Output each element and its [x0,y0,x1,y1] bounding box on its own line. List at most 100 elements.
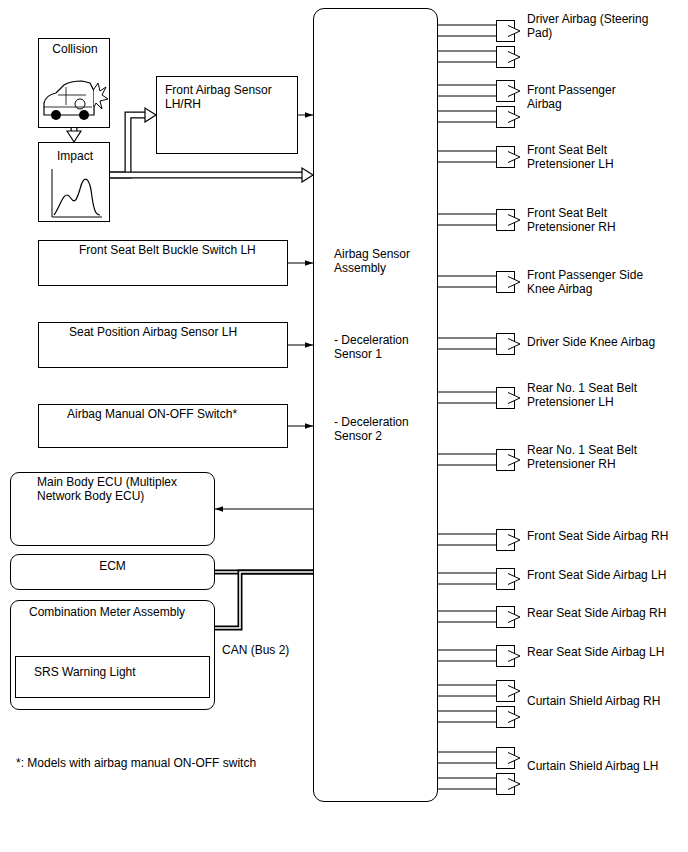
connector [67,128,81,142]
wire [288,345,313,346]
hollow-arrow-inner [110,173,302,178]
connector [110,108,156,175]
wire [438,85,496,86]
squib-symbol [496,333,524,359]
squib-tip [508,339,520,350]
bus-label: CAN (Bus 2) [220,643,291,657]
wire [438,338,496,339]
squib-tip [508,574,520,585]
connector [438,151,496,152]
connector [110,168,313,182]
text-holder: Rear No. 1 Seat Belt Pretensioner LH [527,381,667,410]
squib-tip [508,52,520,63]
connector [288,345,313,346]
text-holder: Front Passenger Side Knee Airbag [527,268,652,297]
collision-illustration [40,59,110,125]
box-label: ECM [11,559,214,573]
squib-output: Front Seat Side Airbag LH [496,568,682,591]
wire [438,611,496,612]
sensor-box: Front Airbag Sensor LH/RH [156,76,298,154]
connector [215,509,313,510]
squib-symbol [496,529,524,555]
graph-axes [52,169,102,217]
car-wheel [79,110,89,120]
squib-tip [508,612,520,623]
event-box: Impact [38,142,110,222]
box-label: Front Airbag Sensor LH/RH [165,83,291,112]
car-wheel [51,110,61,120]
squib-output: Curtain Shield Airbag RH [496,680,682,729]
text-holder: Airbag Manual ON-OFF Switch* [67,407,282,421]
output-label: Driver Side Knee Airbag [527,335,677,349]
box-label: Main Body ECU (Multiplex Network Body EC… [37,475,212,504]
output-label: Rear Seat Side Airbag LH [527,645,682,659]
text-holder: Front Seat Belt Pretensioner LH [527,143,637,172]
output-label: Rear Seat Side Airbag RH [527,606,682,620]
squib-wire [438,696,496,697]
text-holder: Driver Airbag (Steering Pad) [527,12,667,41]
output-label: Rear No. 1 Seat Belt Pretensioner LH [527,381,667,410]
text-holder: Rear Seat Side Airbag LH [527,645,682,659]
squib-wire [438,778,496,779]
squib-output: Front Passenger Airbag [496,80,682,129]
output-label: Front Seat Belt Pretensioner LH [527,143,637,172]
squib-symbol [496,80,524,132]
can-bus-outline [215,572,313,628]
sensor-box: Seat Position Airbag Sensor LH [38,322,288,368]
squib-tip [508,86,520,97]
squib-tip [508,686,520,697]
squib-wire [438,122,496,123]
connector [288,263,313,264]
text-holder: Rear No. 1 Seat Belt Pretensioner RH [527,443,667,472]
squib-wire [438,661,496,662]
wire [438,685,496,686]
squib-symbol [496,387,524,413]
ecu-box: ECM [10,554,215,590]
text-holder: Front Airbag Sensor LH/RH [165,83,291,112]
squib-wire [438,584,496,585]
squib-wire [438,111,496,112]
squib-tip [508,779,520,790]
impact-mark [75,99,85,109]
squib-wire [438,62,496,63]
connector [288,426,313,427]
squib-wire [438,287,496,288]
squib-wire [438,763,496,764]
connector [438,338,496,339]
squib-tip [508,26,520,37]
hollow-arrow-inner [110,115,145,175]
connector [438,214,496,215]
squib-output: Curtain Shield Airbag LH [496,747,682,796]
hollow-arrow-head [67,131,81,142]
box-label: Front Seat Belt Buckle Switch LH [79,243,284,257]
output-label: Front Passenger Side Knee Airbag [527,268,652,297]
box-label: SRS Warning Light [34,665,204,679]
graph-curve [54,179,100,215]
squib-wire [438,225,496,226]
text-holder: Front Seat Side Airbag RH [527,529,682,543]
squib-tip [508,535,520,546]
output-label: Front Passenger Airbag [527,83,637,112]
hollow-arrow-head [145,108,156,122]
text-holder: Front Passenger Airbag [527,83,637,112]
text-holder: - Deceleration Sensor 1 [334,333,434,362]
text-holder: Driver Side Knee Airbag [527,335,677,349]
text-holder: Front Seat Belt Buckle Switch LH [79,243,284,257]
squib-wire [438,722,496,723]
text-holder: Front Seat Side Airbag LH [527,568,682,582]
connector [438,534,496,535]
hollow-arrow-outline [110,172,302,179]
output-label: Front Seat Side Airbag RH [527,529,682,543]
squib-symbol [496,146,524,172]
ecu-box: Main Body ECU (Multiplex Network Body EC… [10,472,215,546]
box-label: - Deceleration Sensor 2 [334,415,434,444]
output-label: Curtain Shield Airbag LH [527,759,682,773]
connector [438,85,496,86]
box-label: Airbag Manual ON-OFF Switch* [67,407,282,421]
text-holder: Main Body ECU (Multiplex Network Body EC… [37,475,212,504]
sensor-assembly: Airbag Sensor Assembly- Deceleration Sen… [313,8,438,802]
text-holder: - Deceleration Sensor 2 [334,415,434,444]
squib-wire [438,51,496,52]
connector [298,115,313,116]
switch-box: Front Seat Belt Buckle Switch LH [38,240,288,286]
